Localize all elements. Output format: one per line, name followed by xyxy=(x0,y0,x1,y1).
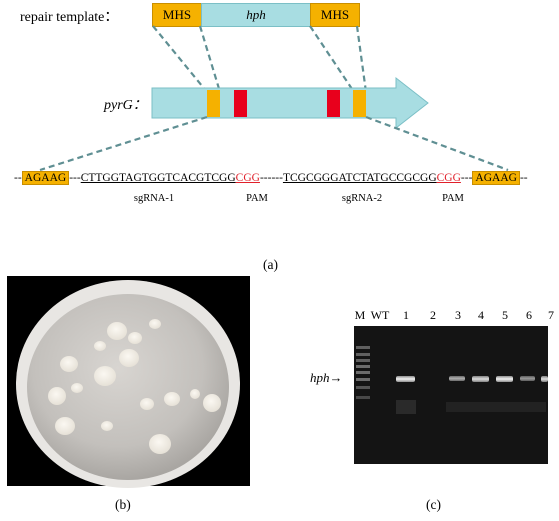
colony xyxy=(71,383,83,393)
colony xyxy=(60,356,78,372)
colony xyxy=(164,392,180,406)
repair-template-label: repair template： xyxy=(20,10,119,25)
sgrna1-target-site xyxy=(234,90,247,117)
colonies xyxy=(48,319,221,454)
homology-region-left xyxy=(207,90,220,117)
lane-label-m: M xyxy=(354,308,366,322)
hph-marker-text: hph→ xyxy=(310,370,343,385)
mhs-right-label: MHS xyxy=(320,7,350,22)
marker-ladder xyxy=(356,346,370,399)
sgrna2-target-site xyxy=(327,90,340,117)
band-lane-1 xyxy=(396,376,415,382)
colony xyxy=(55,417,75,435)
agar-surface xyxy=(27,294,229,480)
pyrg-label: pyrG： xyxy=(104,98,147,113)
connector-line xyxy=(39,115,208,172)
gene-diagram xyxy=(39,25,509,172)
sequence-line: --AGAAG---CTTGGTAGTGGTCACGTCGGCGG------T… xyxy=(14,171,528,185)
lane-label-wt: WT xyxy=(370,308,390,322)
colony xyxy=(140,398,154,410)
lane-label-2: 2 xyxy=(430,308,436,322)
lane-label-7: 7 xyxy=(548,308,554,322)
connector-line xyxy=(355,25,368,93)
band-lane-6 xyxy=(520,376,535,381)
colony xyxy=(190,389,200,399)
colony xyxy=(149,319,161,329)
gel-background xyxy=(354,326,548,464)
connector-line xyxy=(365,115,509,172)
connector-line xyxy=(152,25,208,93)
mhs-right-box: MHS xyxy=(310,3,360,27)
sequence-separator: ------ xyxy=(259,172,283,184)
band-lane-5 xyxy=(496,376,513,382)
colony xyxy=(48,387,66,405)
connector-line xyxy=(309,25,355,93)
panel-a-caption: (a) xyxy=(263,257,278,272)
petri-dish-photo xyxy=(7,276,250,488)
band-lane-4 xyxy=(472,376,489,382)
gel-image xyxy=(354,326,548,464)
colony xyxy=(128,332,142,344)
mhs-left-label: MHS xyxy=(162,7,192,22)
hph-marker-label: hph→ xyxy=(310,370,343,386)
lane-label-3: 3 xyxy=(455,308,461,322)
lane-label-4: 4 xyxy=(478,308,484,322)
sgrna2-label: sgRNA-2 xyxy=(341,193,383,204)
panel-b-caption: (b) xyxy=(115,497,131,512)
colony xyxy=(149,434,171,454)
hph-label: hph xyxy=(246,7,266,22)
colony xyxy=(101,421,113,431)
colony xyxy=(119,349,139,367)
connector-line xyxy=(198,25,222,93)
pam2-label: PAM xyxy=(442,193,464,204)
colony xyxy=(203,394,221,412)
colony xyxy=(94,341,106,351)
band-lane-7 xyxy=(541,376,548,382)
flank-left: AGAAG xyxy=(21,171,70,185)
colony xyxy=(94,366,116,386)
lane-label-5: 5 xyxy=(502,308,508,322)
sgrna1-sequence: CTTGGTAGTGGTCACGTCGG xyxy=(80,172,236,184)
band-lane-3 xyxy=(449,376,465,381)
sgrna2-sequence: TCGCGGGATCTATGCCGCGG xyxy=(282,172,437,184)
panel-c-caption: (c) xyxy=(426,497,441,512)
flank-right: AGAAG xyxy=(472,171,520,185)
pam1-sequence: CGG xyxy=(235,172,260,184)
lane-label-6: 6 xyxy=(526,308,532,322)
sgrna1-label: sgRNA-1 xyxy=(133,193,175,204)
pam1-label: PAM xyxy=(246,193,268,204)
colony xyxy=(107,322,127,340)
homology-region-right xyxy=(353,90,366,117)
lane-labels: M WT 1 2 3 4 5 6 7 xyxy=(352,308,554,324)
lane-label-1: 1 xyxy=(403,308,409,322)
pam2-sequence: CGG xyxy=(436,172,461,184)
